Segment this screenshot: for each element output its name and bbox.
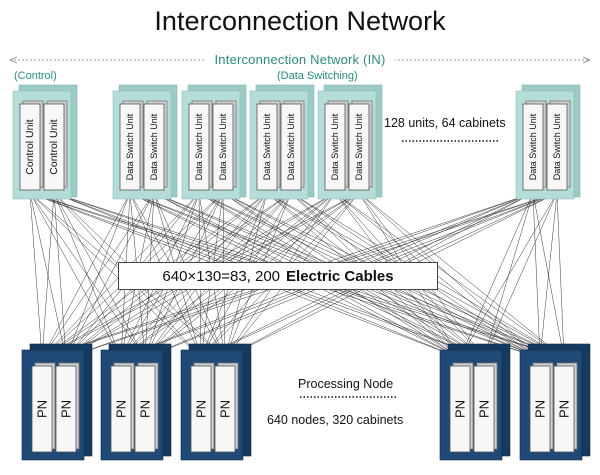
data-switch-unit (143, 103, 165, 191)
cable-line (532, 192, 541, 359)
data-switch-unit-label: Data Switch Unit (286, 113, 296, 180)
cable-line (358, 192, 541, 359)
cables-formula: 640×130=83, 200 (162, 267, 281, 285)
nodes-note: 640 nodes, 320 cabinets (267, 413, 404, 427)
in-cabinet-1: Control Unit Control Unit (12, 84, 78, 200)
pn-cabinet-2: PN PN (100, 343, 172, 461)
electric-cables-box: 640×130=83, 200 Electric Cables (118, 262, 438, 290)
data-switch-unit (348, 103, 370, 191)
pn-unit (529, 365, 551, 453)
data-switch-unit (522, 103, 544, 191)
cable-line (53, 192, 122, 359)
interconnection-network-label: Interconnection Network (IN) (205, 52, 395, 67)
processing-node-label: Processing Node (298, 377, 394, 391)
data-switch-unit (188, 103, 210, 191)
in-cabinet-3: Data Switch Unit Data Switch Unit (181, 84, 247, 200)
data-switch-unit-label: Data Switch Unit (262, 113, 272, 180)
cable-line (483, 192, 558, 359)
units-note: 128 units, 64 cabinets (384, 116, 506, 130)
cable-line (29, 192, 202, 359)
cable-line (459, 192, 534, 359)
pn-cabinet-3: PN PN (180, 343, 252, 461)
data-switch-unit-label: Data Switch Unit (218, 113, 228, 180)
pn-unit-label: PN (59, 400, 74, 418)
data-switch-unit-label: Data Switch Unit (125, 113, 135, 180)
cable-line (65, 192, 155, 359)
pn-unit-label: PN (35, 400, 50, 418)
cable-line (539, 192, 558, 359)
cable-line (41, 192, 55, 359)
data-switch-unit (212, 103, 234, 191)
in-cabinet-5: Data Switch Unit Data Switch Unit (317, 84, 383, 200)
cable-line (29, 192, 122, 359)
cable-line (459, 192, 558, 359)
page-title: Interconnection Network (154, 6, 446, 36)
pn-unit-label: PN (533, 400, 548, 418)
pn-unit-label: PN (114, 400, 129, 418)
cable-line (53, 192, 146, 359)
pn-cabinet-group: PN PN PN PN PN PN PN PN PN PN (21, 343, 591, 461)
data-switch-unit-label: Data Switch Unit (149, 113, 159, 180)
data-switch-unit-label: Data Switch Unit (528, 113, 538, 180)
pn-cabinet-5: PN PN (519, 343, 591, 461)
in-cabinet-6: Data Switch Unit Data Switch Unit (515, 84, 581, 200)
cable-line (41, 192, 155, 359)
pn-unit (449, 365, 471, 453)
control-unit (43, 103, 65, 191)
control-group-label: (Control) (14, 70, 57, 82)
data-switch-unit (546, 103, 568, 191)
pn-unit-label: PN (557, 400, 572, 418)
pn-unit (553, 365, 575, 453)
cable-line (358, 192, 565, 359)
pn-unit (473, 365, 495, 453)
data-switching-group-label: (Data Switching) (277, 70, 358, 82)
pn-unit (134, 365, 156, 453)
cable-line (53, 192, 67, 359)
pn-unit-label: PN (194, 400, 209, 418)
pn-unit-label: PN (453, 400, 468, 418)
cable-line (41, 192, 131, 359)
cable-line (29, 192, 43, 359)
pn-unit (31, 365, 53, 453)
data-switch-unit-label: Data Switch Unit (354, 113, 364, 180)
control-unit (19, 103, 41, 191)
control-unit-label: Control Unit (48, 119, 60, 175)
data-switch-unit (280, 103, 302, 191)
pn-cabinet-4: PN PN (439, 343, 511, 461)
in-cabinet-2: Data Switch Unit Data Switch Unit (112, 84, 178, 200)
in-cabinet-group: Control Unit Control Unit Data Switch Unit… (12, 84, 581, 200)
data-switch-unit (119, 103, 141, 191)
data-switch-unit (256, 103, 278, 191)
data-switch-unit-label: Data Switch Unit (552, 113, 562, 180)
data-switch-unit (324, 103, 346, 191)
pn-unit-label: PN (477, 400, 492, 418)
data-switch-unit-label: Data Switch Unit (194, 113, 204, 180)
pn-unit-label: PN (138, 400, 153, 418)
pn-unit (110, 365, 132, 453)
pn-cabinet-1: PN PN (21, 343, 93, 461)
cable-line (556, 192, 565, 359)
pn-unit (214, 365, 236, 453)
data-switch-unit-label: Data Switch Unit (330, 113, 340, 180)
control-unit-label: Control Unit (24, 119, 36, 175)
cables-text: Electric Cables (286, 267, 394, 285)
in-cabinet-4: Data Switch Unit Data Switch Unit (249, 84, 315, 200)
pn-unit (55, 365, 77, 453)
pn-unit (190, 365, 212, 453)
pn-unit-label: PN (218, 400, 233, 418)
